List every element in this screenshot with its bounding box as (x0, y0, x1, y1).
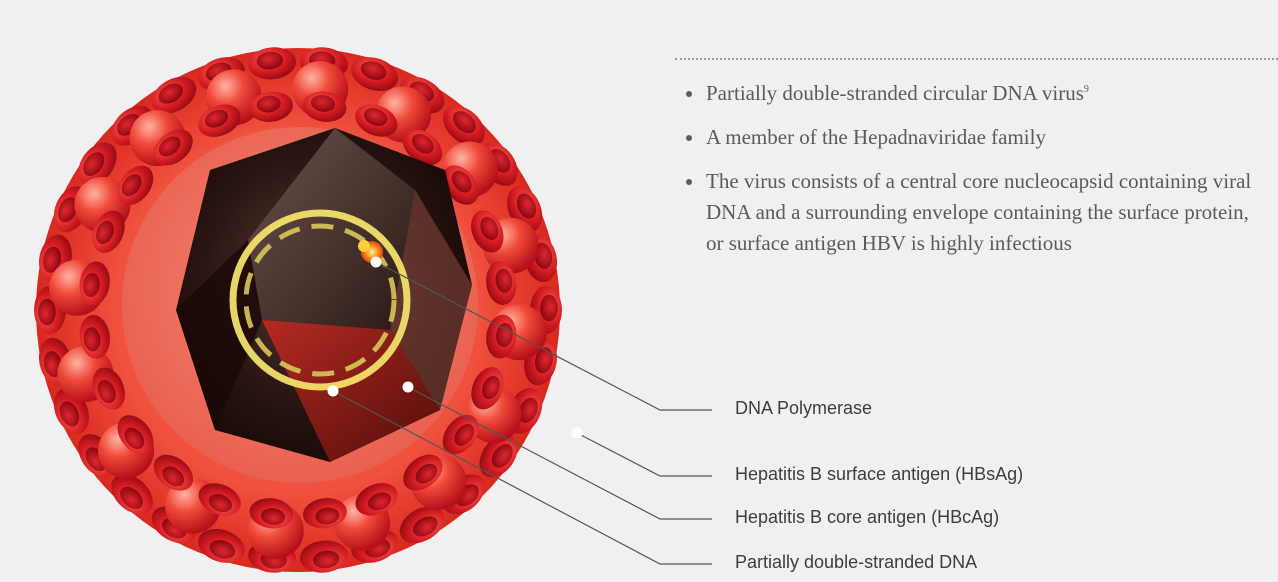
divider-rule (675, 58, 1278, 60)
label-hbcag: Hepatitis B core antigen (HBcAg) (735, 507, 999, 528)
label-hbsag: Hepatitis B surface antigen (HBsAg) (735, 464, 1023, 485)
label-dna-polymerase: DNA Polymerase (735, 398, 872, 419)
fact-list: Partially double-stranded circular DNA v… (706, 78, 1266, 272)
fact-item: Partially double-stranded circular DNA v… (706, 78, 1266, 109)
citation-superscript: 9 (1084, 84, 1089, 95)
label-partial-dna: Partially double-stranded DNA (735, 552, 977, 573)
fact-item: The virus consists of a central core nuc… (706, 166, 1266, 259)
fact-item: A member of the Hepadnaviridae family (706, 122, 1266, 153)
